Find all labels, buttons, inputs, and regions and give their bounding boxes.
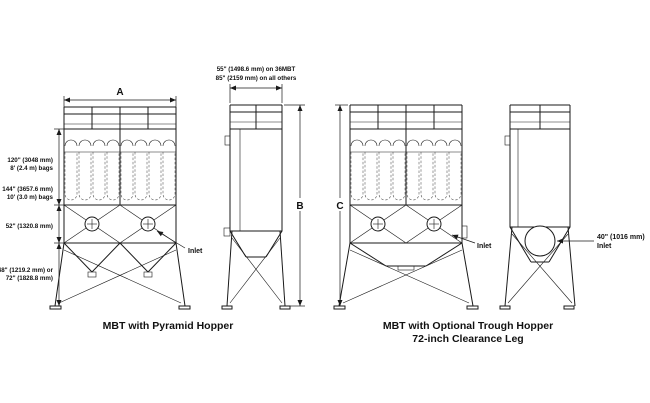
caption-trough-hopper-line2: 72-inch Clearance Leg (412, 333, 523, 345)
dim-b: B (284, 104, 307, 307)
handrail (63, 106, 177, 129)
left-dimension-chain (50, 128, 64, 307)
trough-hopper-section (349, 204, 468, 244)
inlet-40-label-line1: 40" (1016 mm) (597, 234, 645, 241)
left-dimension-labels: 120" (3048 mm) 8' (2.4 m) bags 144" (365… (0, 157, 54, 282)
inlet-40-label-line2: Inlet (597, 243, 612, 250)
inlet-label-trough: Inlet (477, 243, 492, 250)
baghouse-body (63, 128, 177, 206)
top-width-label-line2: 85" (2159 mm) on all others (216, 75, 297, 82)
dim-c-label: C (336, 201, 343, 212)
caption-pyramid-hopper: MBT with Pyramid Hopper (103, 320, 234, 332)
trough-hopper-front-view: C (333, 104, 492, 310)
trough-end-and-inlet (509, 225, 571, 263)
bag-length-10ft-label-line2: 10' (3.0 m) bags (7, 194, 54, 201)
bag-length-10ft-label-line1: 144" (3657.6 mm) (2, 186, 53, 193)
legs-and-discharge (49, 242, 191, 310)
handrail (509, 104, 571, 129)
handrail (349, 104, 463, 129)
top-width-label-line1: 55" (1498.6 mm) on 36MBT (217, 66, 296, 73)
bag-length-8ft-label-line1: 120" (3048 mm) (7, 157, 53, 164)
inlet-label-pyramid: Inlet (188, 248, 203, 255)
pyramid-hopper-front-view: A (0, 87, 203, 310)
baghouse-body (349, 128, 463, 206)
pyramid-hopper-side-view: 55" (1498.6 mm) on 36MBT 85" (2159 mm) o… (216, 66, 307, 310)
hopper-height-label: 52" (1320.8 mm) (6, 223, 53, 230)
leg-height-label-line2: 72" (1828.8 mm) (6, 275, 53, 282)
caption-trough-hopper-line1: MBT with Optional Trough Hopper (383, 320, 553, 332)
bag-length-8ft-label-line2: 8' (2.4 m) bags (10, 165, 53, 172)
body (224, 128, 283, 232)
legs-and-trough (333, 242, 479, 310)
captions: MBT with Pyramid Hopper MBT with Optiona… (103, 320, 554, 345)
inlet-callout-trough: Inlet (451, 234, 492, 250)
legs (221, 230, 291, 310)
trough-hopper-side-view: 40" (1016 mm) Inlet (499, 104, 645, 310)
inlet-callout-pyramid: Inlet (156, 230, 203, 255)
dim-b-label: B (296, 201, 303, 212)
dim-a: A (63, 87, 177, 108)
pyramid-hopper-section (63, 204, 177, 244)
inlet-40-callout: 40" (1016 mm) Inlet (557, 234, 645, 250)
legs (499, 226, 576, 310)
body (504, 128, 571, 228)
leg-height-label-line1: 48" (1219.2 mm) or (0, 267, 54, 274)
dim-top-width: 55" (1498.6 mm) on 36MBT 85" (2159 mm) o… (216, 66, 297, 103)
handrail (229, 104, 283, 129)
dim-c: C (333, 104, 348, 307)
hopper (223, 227, 283, 258)
dim-a-label: A (116, 87, 123, 98)
